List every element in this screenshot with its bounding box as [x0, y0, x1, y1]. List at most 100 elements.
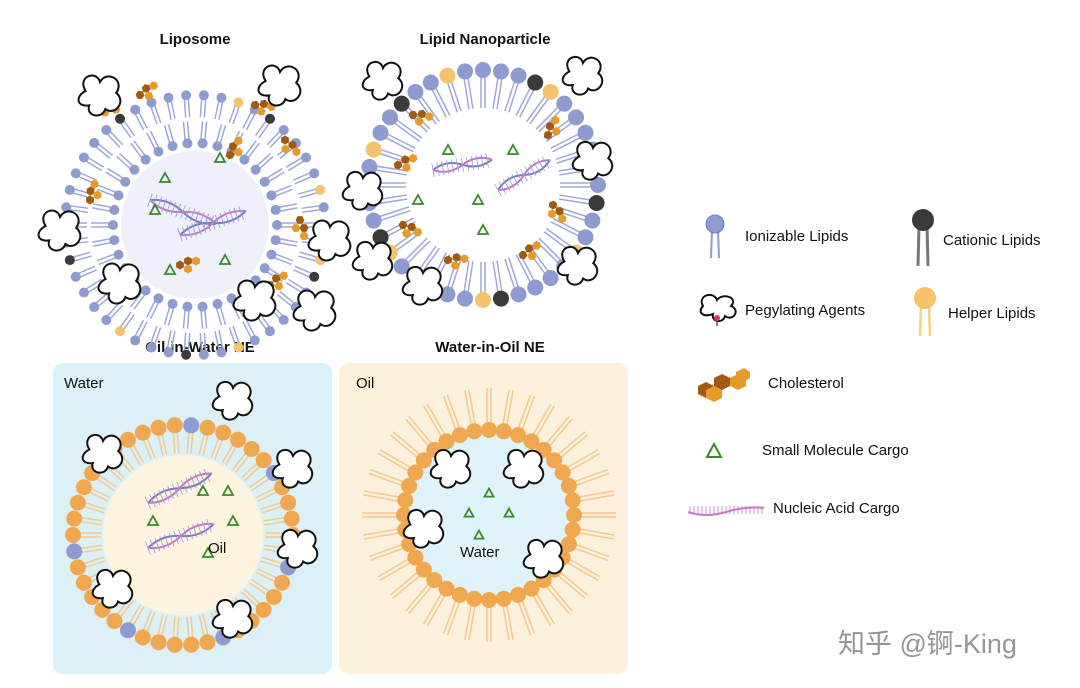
lipid: [270, 204, 281, 215]
surfactant: [495, 423, 512, 440]
cholesterol-label: Cholesterol: [768, 375, 844, 392]
pegylating-agent: [257, 64, 302, 107]
cholesterol: [393, 153, 418, 172]
surfactant: [466, 423, 483, 440]
pegylating-agent: [561, 55, 604, 96]
pegylating-agent: [77, 74, 122, 117]
pegylating-agent: [556, 245, 599, 286]
lipid: [270, 235, 281, 246]
lipid: [381, 109, 398, 126]
cholesterol: [408, 109, 434, 126]
lipid: [309, 271, 320, 282]
surfactant: [554, 464, 571, 481]
lipid: [475, 62, 491, 78]
lipid: [510, 67, 527, 84]
surfactant: [75, 479, 92, 496]
surfactant: [481, 592, 497, 608]
pegylating-agent: [276, 528, 319, 569]
lipid: [61, 202, 72, 213]
small-molecule-cargo: [213, 151, 227, 163]
cholesterol: [135, 81, 159, 101]
surfactant: [280, 494, 297, 511]
water-in-oil-diagram: [362, 388, 616, 642]
lipid: [278, 124, 289, 135]
lipid: [584, 212, 601, 229]
surfactant: [255, 452, 272, 469]
nucleic-acid-cargo: [177, 206, 247, 242]
pegylating-agent: [361, 60, 404, 101]
pegylating-agent: [402, 508, 445, 549]
lipid: [167, 141, 178, 152]
liposome-title: Liposome: [159, 31, 231, 48]
surfactant: [274, 574, 291, 591]
small-molecule-cargo: [163, 263, 177, 275]
surfactant: [523, 580, 540, 597]
lipid: [181, 90, 192, 101]
small-molecule-cargo: [146, 514, 160, 526]
lipid: [556, 95, 573, 112]
lipid: [527, 279, 544, 296]
water-in-oil-title: Water-in-Oil NE: [435, 339, 545, 356]
lipid: [568, 109, 585, 126]
lipid: [212, 298, 223, 309]
lipid: [233, 97, 244, 108]
lipid: [109, 235, 120, 246]
small-molecule-cargo: [441, 143, 455, 155]
lipid: [64, 255, 75, 266]
lipid: [315, 184, 326, 195]
lipid: [577, 124, 594, 141]
lipid: [259, 263, 270, 274]
lipid: [70, 271, 81, 282]
cationic-lipid-icon: [912, 209, 934, 267]
ionizable-label: Ionizable Lipids: [745, 228, 849, 245]
small-molecule-cargo: [502, 506, 516, 518]
pegylating-agent: [401, 265, 444, 306]
nucleic-acid-cargo: [145, 519, 215, 555]
lipid: [249, 335, 260, 346]
pegylating-agent: [341, 170, 384, 211]
lipid: [89, 137, 100, 148]
surfactant: [106, 613, 123, 630]
small-molecule-cargo: [226, 514, 240, 526]
liposome-diagram: [37, 64, 352, 360]
cholesterol: [518, 241, 542, 261]
surfactant: [150, 419, 167, 436]
surfactant: [166, 417, 183, 434]
pegylating-agent: [97, 262, 142, 305]
lipid: [130, 335, 141, 346]
cholesterol-icon: [698, 368, 750, 402]
lipid: [475, 292, 491, 308]
lipid: [113, 249, 124, 260]
lipid: [113, 190, 124, 201]
lipid: [588, 194, 605, 211]
pegylating-agent: [211, 598, 254, 639]
lipid: [439, 286, 456, 303]
oil-in-water-diagram: [65, 380, 319, 653]
lipid: [457, 63, 474, 80]
lipid: [163, 92, 174, 103]
pegylating-agent: [502, 448, 545, 489]
lipid: [365, 212, 382, 229]
small-molecule-cargo: [482, 486, 496, 498]
lipid: [64, 184, 75, 195]
lipid: [590, 177, 606, 193]
surfactant: [69, 559, 86, 576]
lipid: [439, 67, 456, 84]
lipid: [78, 287, 89, 298]
lipid: [422, 74, 439, 91]
surfactant: [183, 417, 200, 434]
lipid: [259, 176, 270, 187]
small-molecule-cargo: [201, 546, 215, 558]
small-molecule-icon: [705, 441, 723, 458]
lipid: [212, 141, 223, 152]
lnp-title: Lipid Nanoparticle: [419, 31, 551, 48]
nucleic-acid-label: Nucleic Acid Cargo: [773, 500, 900, 517]
helper-label: Helper Lipids: [948, 305, 1036, 322]
surfactant: [560, 536, 577, 553]
pegylating-agent: [292, 289, 337, 332]
cholesterol: [176, 256, 200, 274]
lipid: [163, 347, 174, 358]
surfactant: [426, 572, 443, 589]
lipid: [301, 152, 312, 163]
surfactant: [546, 452, 563, 469]
